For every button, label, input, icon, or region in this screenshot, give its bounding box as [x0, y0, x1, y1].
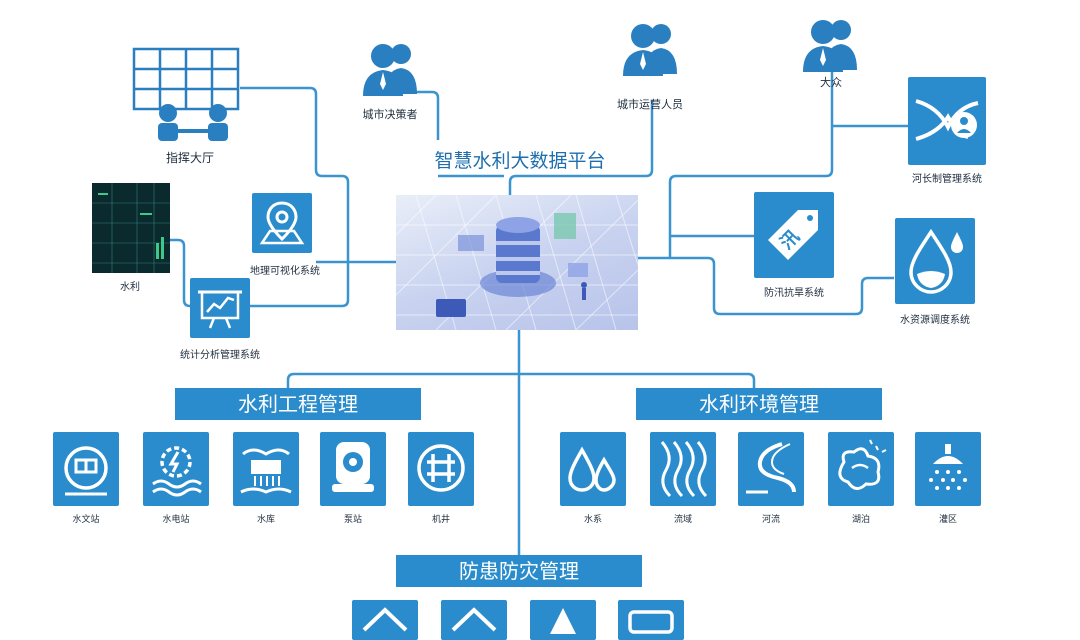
- stats-tile[interactable]: [190, 278, 250, 338]
- irrigation-label: 灌区: [938, 515, 957, 525]
- basin-tile[interactable]: [650, 432, 716, 506]
- pump-station-tile[interactable]: [320, 432, 386, 506]
- flood-tile[interactable]: 汛: [754, 192, 834, 278]
- warning-icon: [550, 608, 576, 634]
- gis-label: 地理可视化系统: [250, 266, 320, 277]
- well-tile[interactable]: [408, 432, 474, 506]
- people-label-operators: 城市运营人员: [617, 98, 683, 111]
- lake-label: 湖泊: [851, 515, 870, 525]
- river-chief-tile[interactable]: [908, 77, 986, 165]
- stats-label: 统计分析管理系统: [180, 350, 260, 361]
- river-chief-icon: [915, 99, 979, 141]
- disaster-banner: 防患防灾管理: [396, 555, 642, 587]
- people-label-public: 大众: [820, 76, 842, 89]
- platform-illustration: [396, 195, 638, 330]
- water-drops-icon: [568, 446, 616, 492]
- command-hall-label: 指挥大厅: [165, 151, 214, 165]
- reservoir-icon: [240, 448, 292, 494]
- tag-icon: [768, 210, 818, 260]
- lake-tile[interactable]: [828, 432, 894, 506]
- water-system-label: 水系: [583, 515, 602, 525]
- disaster-tile[interactable]: [618, 600, 684, 640]
- reservoir-label: 水库: [256, 515, 275, 525]
- vehicle-icon: [628, 610, 674, 634]
- presentation-chart-icon: [198, 290, 242, 329]
- house-icon: [451, 607, 497, 632]
- water-resource-tile[interactable]: [895, 218, 975, 304]
- basin-label: 流域: [673, 515, 692, 525]
- disaster-tile[interactable]: [352, 600, 418, 640]
- irrigation-tile[interactable]: [915, 432, 981, 506]
- irrigation-icon: [929, 444, 967, 490]
- water-drop-icon: [909, 228, 963, 294]
- reservoir-tile[interactable]: [233, 432, 299, 506]
- command-hall-icon: [130, 45, 242, 145]
- people-icon: [355, 40, 427, 96]
- map-pin-icon: [259, 201, 305, 245]
- basin-icon: [660, 441, 708, 498]
- hydrology-station-tile[interactable]: [53, 432, 119, 506]
- disaster-tile[interactable]: [441, 600, 507, 640]
- people-icon: [615, 20, 687, 76]
- well-label: 机井: [431, 515, 450, 525]
- water-system-tile[interactable]: [560, 432, 626, 506]
- hydropower-station-label: 水电站: [162, 515, 190, 525]
- people-label-decision-maker: 城市决策者: [362, 108, 418, 121]
- hydrology-station-icon: [64, 446, 108, 496]
- disaster-tile[interactable]: [530, 600, 596, 640]
- hydropower-station-tile[interactable]: [143, 432, 209, 506]
- lake-icon: [838, 439, 887, 490]
- pump-station-label: 泵站: [343, 515, 362, 525]
- environment-banner: 水利环境管理: [636, 388, 882, 420]
- river-icon: [746, 442, 796, 494]
- gis-tile[interactable]: [252, 193, 312, 253]
- people-icon: [795, 16, 867, 72]
- hydrology-station-label: 水文站: [72, 515, 100, 525]
- engineering-banner: 水利工程管理: [175, 388, 421, 420]
- river-label: 河流: [761, 515, 780, 525]
- flood-label: 防汛抗旱系统: [764, 288, 824, 299]
- pump-station-icon: [332, 442, 374, 492]
- water-dashboard-screen: [92, 183, 170, 273]
- water-screen-label: 水利: [120, 282, 140, 293]
- river-chief-label: 河长制管理系统: [912, 174, 982, 185]
- well-icon: [417, 444, 465, 492]
- hydropower-station-icon: [152, 446, 202, 497]
- platform-title: 智慧水利大数据平台: [434, 150, 606, 172]
- house-icon: [362, 607, 408, 632]
- water-resource-label: 水资源调度系统: [900, 315, 970, 326]
- river-tile[interactable]: [738, 432, 804, 506]
